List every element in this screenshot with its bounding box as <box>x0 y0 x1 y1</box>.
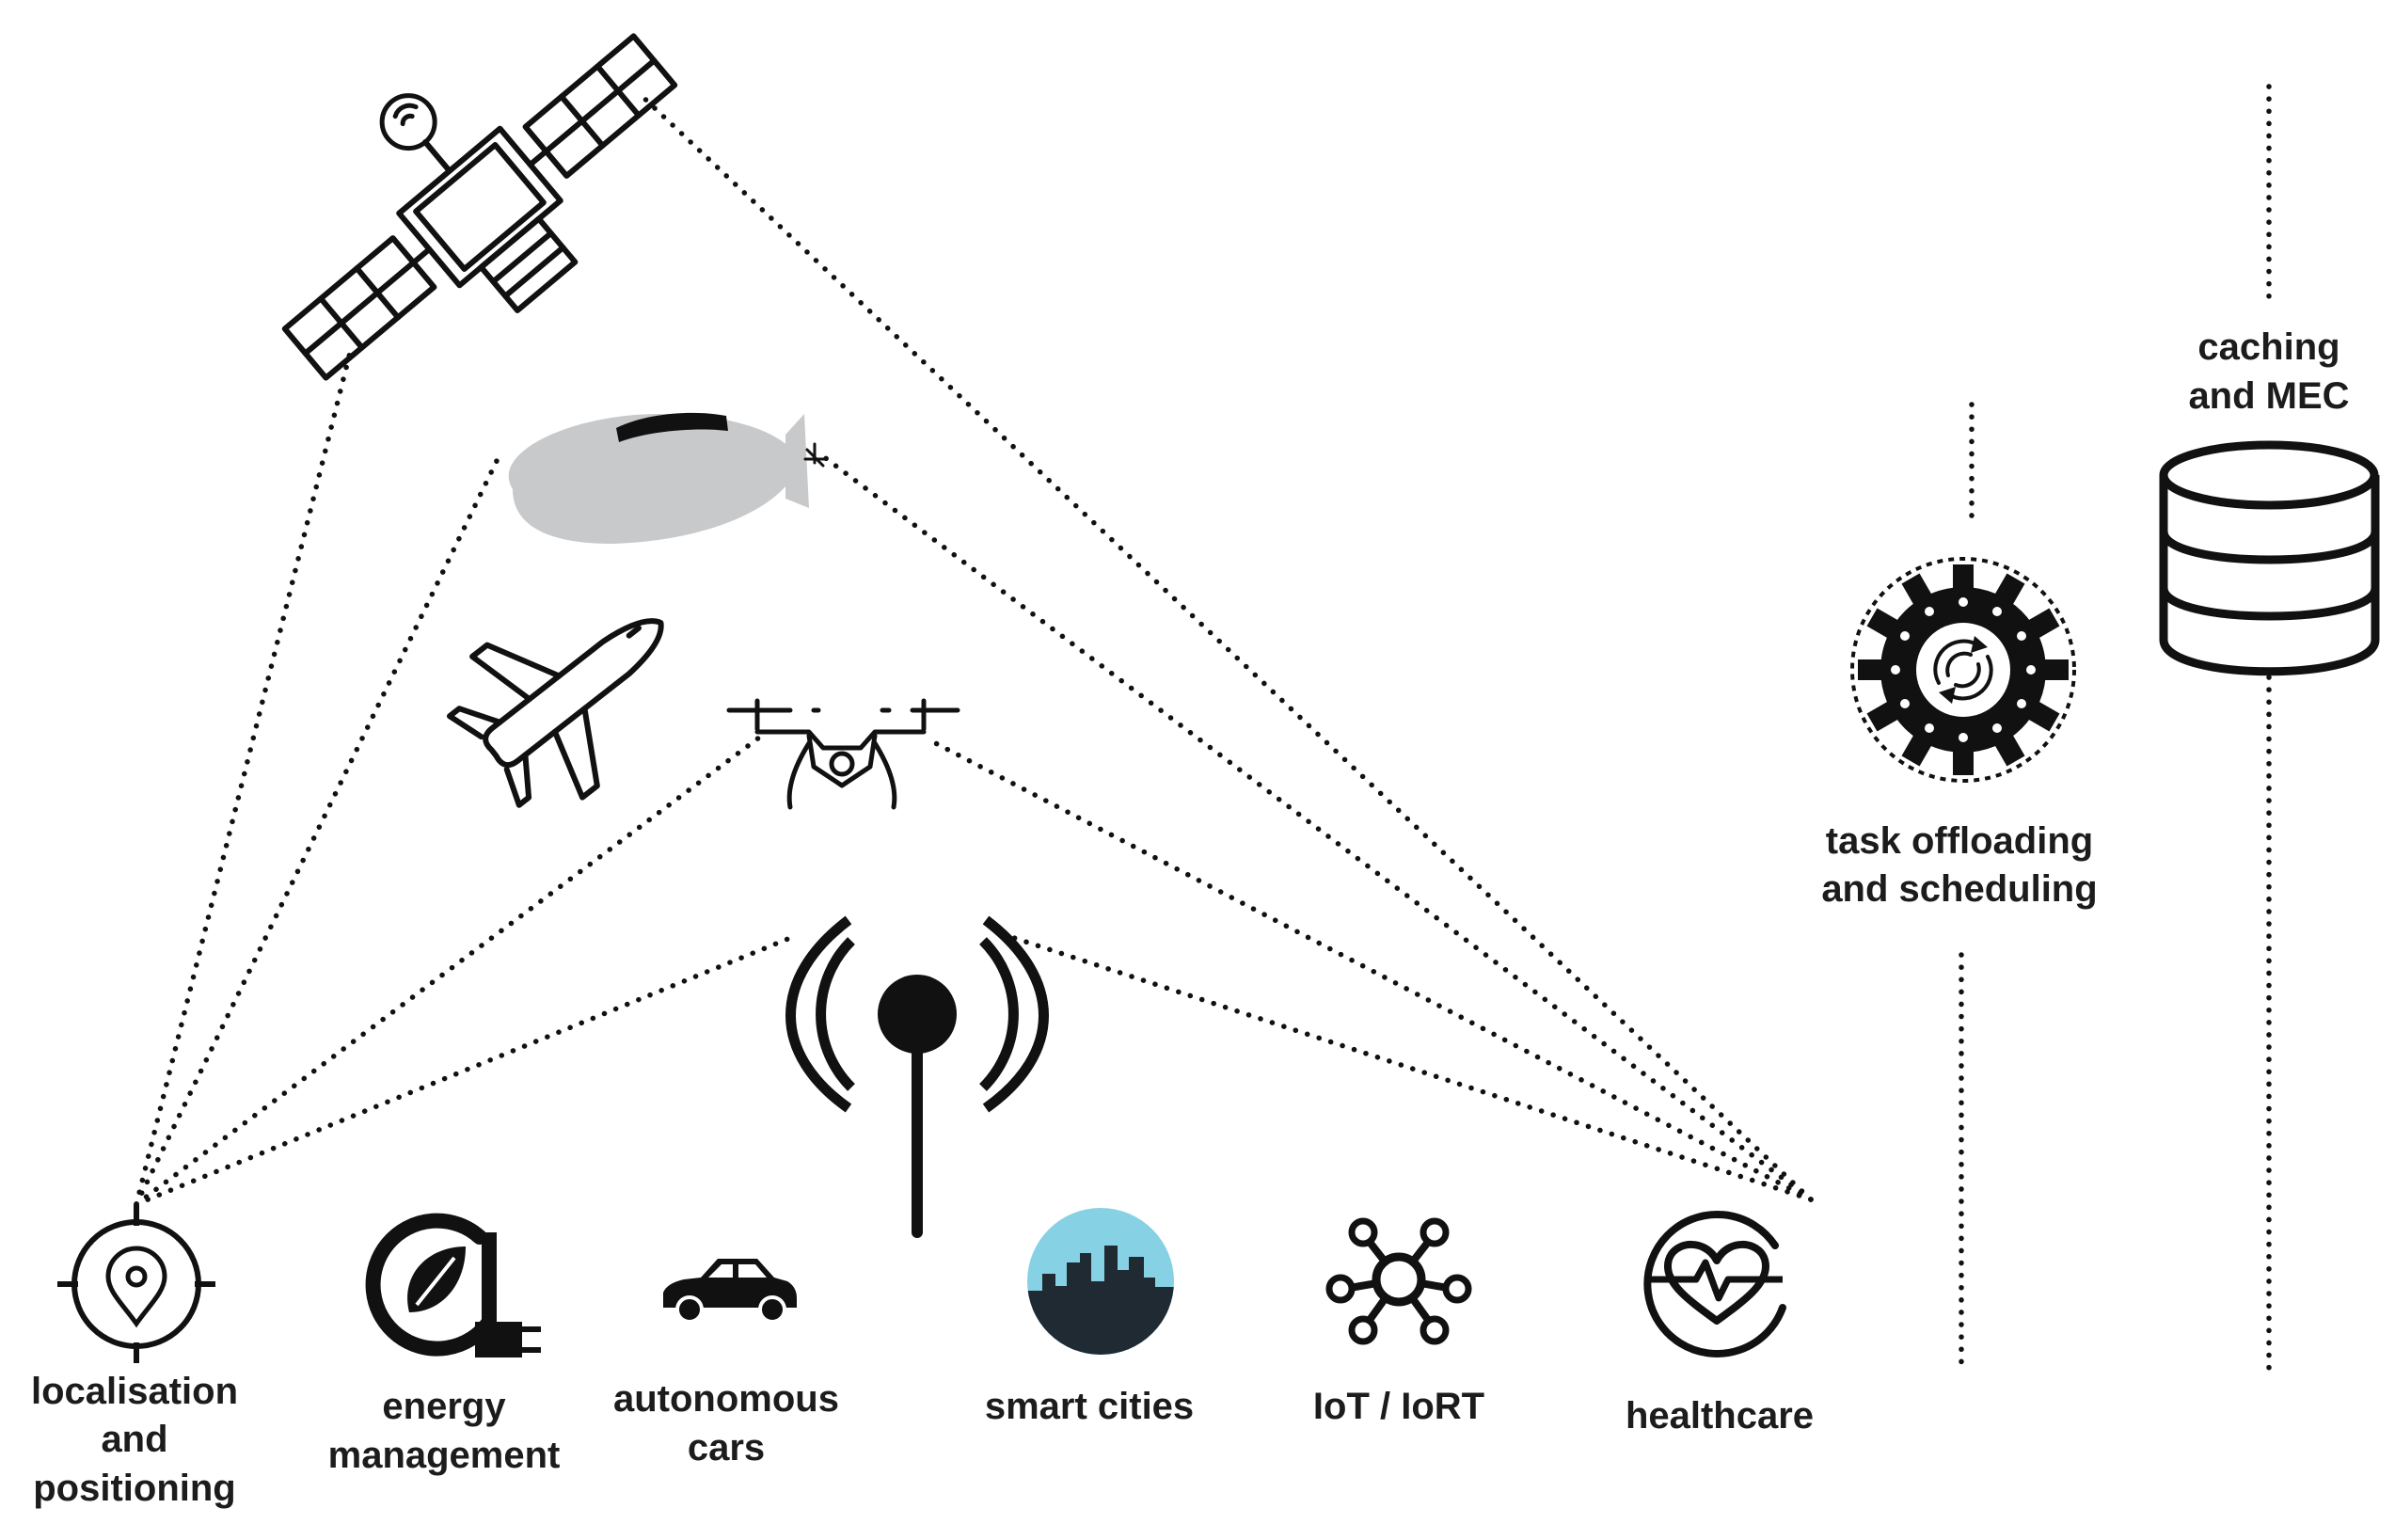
link-localisation-airship <box>134 458 500 1207</box>
label-task-line1: task offloading <box>1826 820 2093 862</box>
energy-leaf-plug-icon <box>365 1213 541 1357</box>
antenna-icon <box>785 915 1049 1238</box>
link-localisation-antenna <box>134 933 798 1207</box>
heart-pulse-icon <box>1643 1210 1786 1357</box>
link-healthcare-antenna <box>1006 933 1814 1202</box>
airplane-icon <box>446 618 664 808</box>
label-caching-line1: caching <box>2197 326 2339 368</box>
label-energy-line1: energy <box>382 1386 506 1427</box>
label-iot: IoT / IoRT <box>1313 1386 1484 1427</box>
location-target-icon <box>57 1205 215 1363</box>
label-energy-line2: management <box>328 1435 561 1476</box>
database-icon <box>2159 440 2380 676</box>
city-skyline-icon <box>1027 1208 1174 1355</box>
label-localisation-line1: localisation <box>31 1371 238 1412</box>
dotted-connection-lines <box>134 84 2272 1376</box>
link-localisation-satellite <box>134 350 353 1207</box>
link-healthcare-airship <box>820 453 1814 1202</box>
car-icon <box>663 1259 797 1324</box>
airship-icon <box>508 412 828 544</box>
label-cars-line1: autonomous <box>613 1378 839 1420</box>
label-caching-line2: and MEC <box>2188 375 2349 417</box>
link-healthcare-satellite <box>635 89 1814 1202</box>
label-healthcare: healthcare <box>1626 1395 1814 1437</box>
link-localisation-drone <box>134 729 769 1207</box>
label-task-line2: and scheduling <box>1821 868 2097 910</box>
satellite-icon <box>281 33 678 381</box>
network-hub-icon <box>1325 1217 1472 1345</box>
label-localisation-line3: positioning <box>33 1468 236 1509</box>
label-smart-cities: smart cities <box>985 1386 1194 1427</box>
label-localisation-line2: and <box>101 1419 167 1460</box>
drone-icon <box>726 698 960 810</box>
gear-refresh-icon <box>1850 557 2076 783</box>
labels: localisation and positioning energy mana… <box>31 326 2350 1509</box>
label-cars-line2: cars <box>688 1427 765 1469</box>
link-healthcare-drone <box>924 736 1814 1202</box>
